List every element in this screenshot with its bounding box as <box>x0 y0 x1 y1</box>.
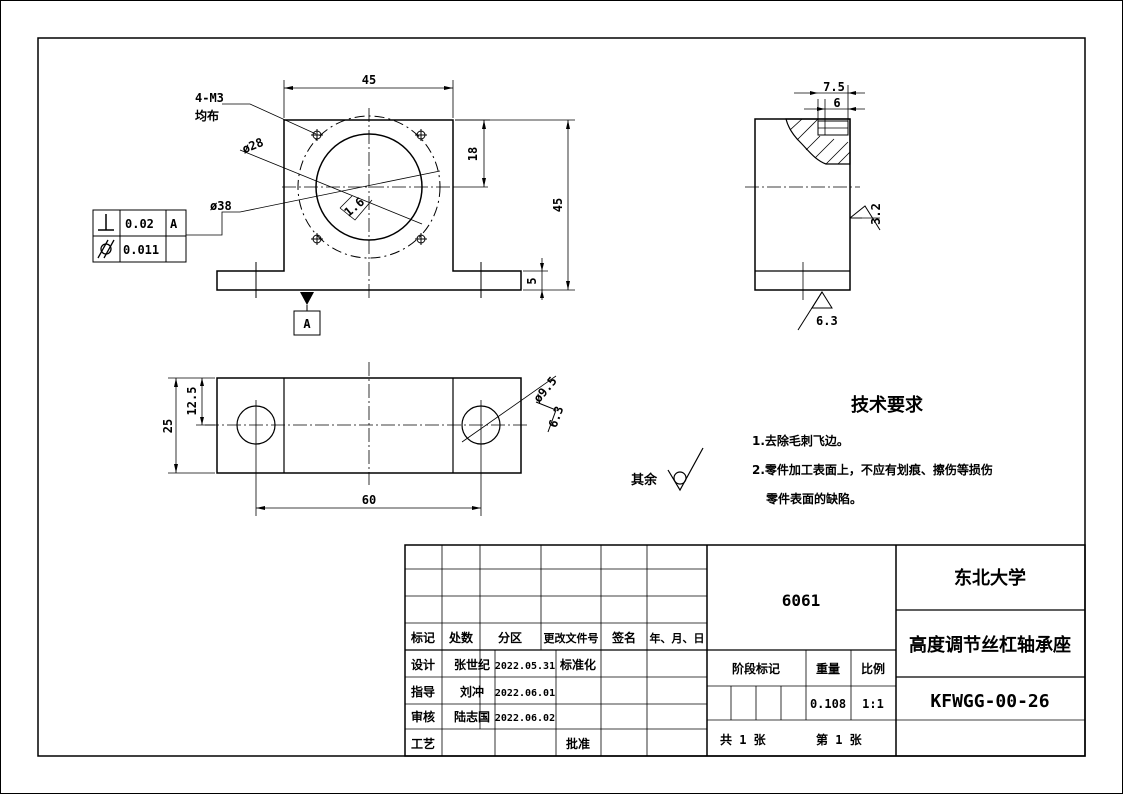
tb-sheets-total: 共 1 张 <box>720 732 767 747</box>
side-view-text: 7.5 6 3.2 6.3 <box>816 80 883 328</box>
roughness-rest-icon <box>667 447 704 492</box>
dim-dia-outer: ø38 <box>210 199 232 213</box>
tb-h-count: 处数 <box>448 630 474 645</box>
tb-design-label: 设计 <box>411 657 435 672</box>
tb-material: 6061 <box>782 591 821 610</box>
tb-std-label: 标准化 <box>559 657 596 672</box>
tolerance-row1-value: 0.02 <box>125 217 154 231</box>
tb-scale: 1:1 <box>862 697 884 711</box>
dim-top-width: 45 <box>362 73 376 87</box>
tb-guide-name: 刘冲 <box>460 684 484 699</box>
bottom-view <box>168 362 557 516</box>
dim-step-h: 18 <box>466 147 480 161</box>
notes-line1: 1.去除毛刺飞边。 <box>752 433 849 448</box>
roughness-side-2: 6.3 <box>816 314 838 328</box>
tb-h-docno: 更改文件号 <box>544 631 599 645</box>
rest-label: 其余 <box>631 472 658 488</box>
dim-hole-spacing: 60 <box>362 493 376 507</box>
tb-scale-label: 比例 <box>861 661 885 676</box>
roughness-63-side <box>811 291 833 309</box>
tb-process-label: 工艺 <box>411 736 435 751</box>
tb-sheet-no: 第 1 张 <box>816 732 863 747</box>
notes-title: 技术要求 <box>851 394 924 416</box>
tb-guide-label: 指导 <box>411 684 435 699</box>
title-block-text: 标记 处数 分区 更改文件号 签名 年、月、日 设计 张世纪 2022.05.3… <box>410 567 1071 751</box>
tb-review-name: 陆志国 <box>454 709 490 724</box>
tb-guide-date: 2022.06.01 <box>495 688 555 699</box>
notes-line2: 2.零件加工表面上，不应有划痕、擦伤等损伤 <box>752 462 993 477</box>
tb-weight-label: 重量 <box>816 661 840 676</box>
tolerance-row2-value: 0.011 <box>123 243 159 257</box>
front-view-text: 45 4-M3 均布 ø28 ø38 1.6 18 45 5 A <box>195 73 565 331</box>
dim-side-w1: 7.5 <box>823 80 845 94</box>
tb-weight: 0.108 <box>810 697 846 711</box>
dim-dia-inner: ø28 <box>240 135 265 156</box>
dim-thread: 4-M3 <box>195 91 224 105</box>
dim-total-h: 45 <box>551 198 565 212</box>
tb-design-date: 2022.05.31 <box>495 661 555 672</box>
technical-notes: 技术要求 1.去除毛刺飞边。 2.零件加工表面上，不应有划痕、擦伤等损伤 零件表… <box>631 394 993 506</box>
tolerance-row1-datum: A <box>170 217 178 231</box>
tb-review-label: 审核 <box>411 709 435 724</box>
dim-base-h: 5 <box>525 277 539 284</box>
dim-hole-dia: ø9.5 <box>531 374 560 405</box>
dim-thread-note: 均布 <box>195 108 219 123</box>
bolt-holes <box>311 129 427 245</box>
tb-review-date: 2022.06.02 <box>495 713 555 724</box>
bottom-view-text: 60 25 12.5 ø9.5 6.3 <box>161 374 566 507</box>
front-view <box>186 80 575 336</box>
tolerance-frame <box>92 209 187 263</box>
dim-side-w2: 6 <box>833 96 840 110</box>
tb-h-mark: 标记 <box>410 630 435 645</box>
dim-bottom-half: 12.5 <box>185 387 199 416</box>
section-hatch-region <box>785 118 851 165</box>
notes-line3: 零件表面的缺陷。 <box>765 491 862 506</box>
tb-drawing-no: KFWGG-00-26 <box>930 691 1049 712</box>
tb-approve-label: 批准 <box>566 736 590 751</box>
tb-design-name: 张世纪 <box>454 657 490 672</box>
tb-university: 东北大学 <box>954 567 1026 589</box>
section-hatch <box>789 118 851 165</box>
front-view-outline <box>216 119 522 291</box>
tb-part-name: 高度调节丝杠轴承座 <box>909 634 1071 656</box>
datum-label: A <box>303 317 311 331</box>
dim-bottom-h: 25 <box>161 419 175 433</box>
tb-stage-label: 阶段标记 <box>732 661 780 676</box>
roughness-center: 1.6 <box>341 195 367 220</box>
side-view <box>745 85 881 331</box>
cylindricity-icon <box>97 239 115 259</box>
title-block <box>404 544 1086 757</box>
tb-h-sign: 签名 <box>611 630 636 645</box>
roughness-hole: 6.3 <box>546 404 567 429</box>
roughness-side-1: 3.2 <box>869 203 883 225</box>
tb-h-zone: 分区 <box>498 630 522 645</box>
tb-h-date: 年、月、日 <box>650 631 705 645</box>
